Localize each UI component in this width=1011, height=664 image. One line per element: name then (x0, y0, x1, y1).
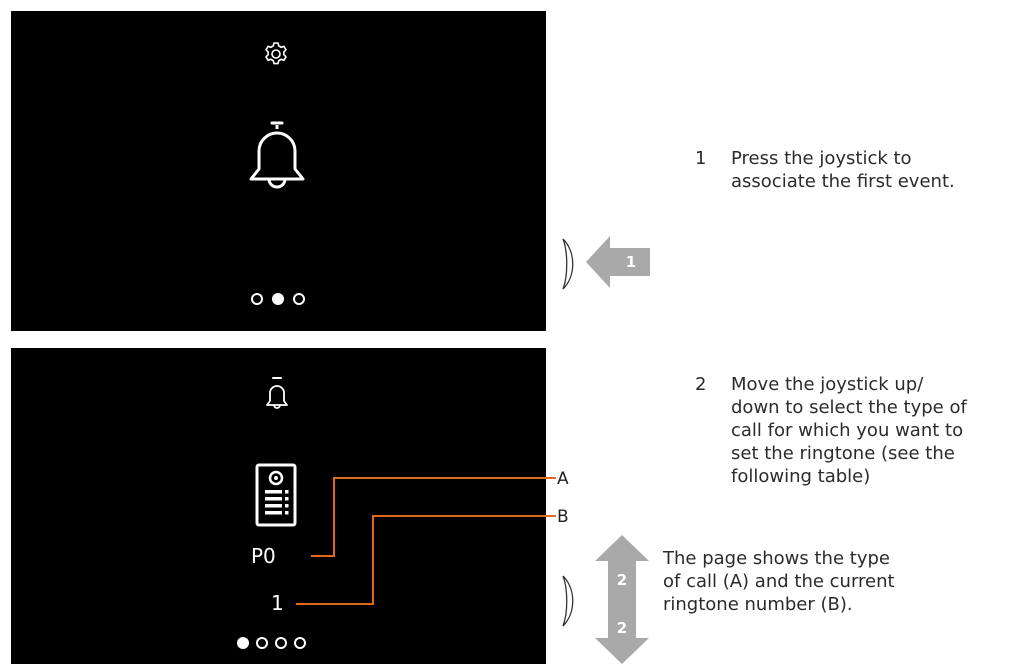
joystick-icon[interactable] (560, 236, 580, 292)
step-line: associate the first event. (731, 171, 955, 192)
ringtone-number: 1 (271, 591, 284, 615)
left-arrow-icon (586, 236, 650, 288)
down-arrow-icon (595, 602, 649, 664)
page-dot-active (237, 637, 249, 649)
step-text: Press the joystick to associate the firs… (731, 147, 955, 193)
step-text: Move the joystick up/ down to select the… (731, 373, 967, 488)
page-dot-active (272, 293, 284, 305)
note-line: The page shows the type (663, 548, 890, 569)
step-line: Move the joystick up/ (731, 374, 924, 395)
bell-icon (266, 377, 288, 409)
step-line: Press the joystick to (731, 148, 912, 169)
page-dot (256, 637, 268, 649)
page-dot (294, 637, 306, 649)
step-badge: 1 (625, 253, 637, 271)
step-badge: 2 (616, 571, 628, 589)
up-arrow-icon (595, 535, 649, 605)
callout-a: A (557, 469, 569, 489)
note-line: of call (A) and the current (663, 571, 895, 592)
step-number: 1 (695, 148, 707, 169)
page-dot (251, 293, 263, 305)
step-1: 1 Press the joystick to associate the fi… (695, 147, 1005, 197)
bell-icon (249, 121, 305, 189)
callout-b: B (557, 507, 569, 527)
entrance-panel-icon (255, 463, 297, 527)
device-screen-ringtone-menu (11, 11, 546, 331)
step-2: 2 Move the joystick up/ down to select t… (695, 373, 1005, 493)
step-number: 2 (695, 374, 707, 395)
step-badge: 2 (616, 619, 628, 637)
note-paragraph: The page shows the type of call (A) and … (663, 547, 1003, 616)
step-line: down to select the type of (731, 397, 967, 418)
joystick-icon[interactable] (560, 573, 580, 629)
gear-icon (265, 42, 287, 65)
step-line: set the ringtone (see the (731, 443, 955, 464)
step-line: following table) (731, 466, 871, 487)
call-type-label: P0 (251, 544, 276, 568)
page-dot (275, 637, 287, 649)
device-screen-call-type: P0 1 (11, 348, 546, 664)
step-line: call for which you want to (731, 420, 964, 441)
page-dot (293, 293, 305, 305)
note-line: ringtone number (B). (663, 594, 853, 615)
